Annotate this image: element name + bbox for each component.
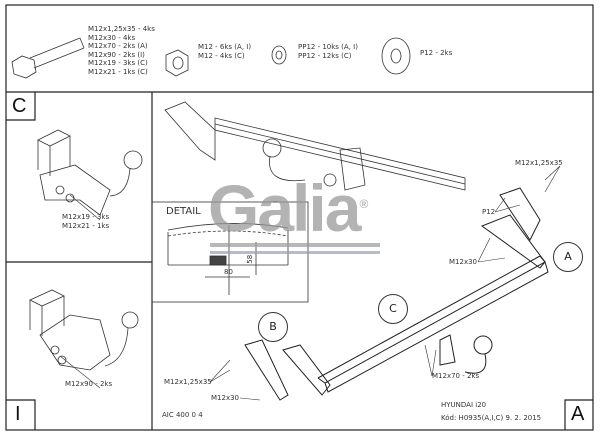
outer-frame: [5, 4, 594, 431]
registered-mark: ®: [359, 197, 368, 211]
callout-left-bolt-a: M12x1,25x35: [164, 378, 212, 386]
callout-right-bolt: M12x30: [449, 258, 477, 266]
bolt-spec: M12x70 - 2ks (A): [88, 42, 148, 51]
circle-label-c: C: [378, 294, 408, 324]
callout-center-bolt: M12x70 - 2ks: [432, 372, 480, 380]
detail-title: DETAIL: [166, 206, 201, 217]
nut-spec: M12 - 4ks (C): [198, 51, 245, 60]
nut-spec: M12 - 6ks (A, I): [198, 43, 252, 51]
logo-underline: [210, 243, 380, 247]
section-i-sketch: [29, 289, 139, 371]
section-c-label: C: [12, 95, 27, 117]
washer-spec: PP12 - 10ks (A, I): [298, 43, 358, 51]
small-washer-icon: [271, 45, 287, 65]
large-washer-spec: P12 - 2ks: [420, 49, 453, 57]
section-i-label: I: [15, 403, 21, 425]
corner-i-box: [6, 399, 36, 430]
vehicle-model: HYUNDAI i20: [441, 401, 487, 409]
callout-left-bolt-b: M12x30: [211, 394, 239, 402]
washer-spec: PP12 - 12ks (C): [298, 51, 352, 60]
detail-width-dim: 80: [224, 268, 233, 276]
vehicle-mount-sketch: [164, 101, 466, 191]
corner-c-box: [6, 92, 36, 121]
bolt-spec: M12x30 - 4ks: [88, 33, 136, 42]
nut-icon: [165, 49, 189, 77]
large-washer-icon: [381, 37, 411, 75]
bolt-spec: M12x1,25x35 - 4ks: [88, 25, 155, 33]
corner-a-box: [564, 399, 593, 430]
bolt-spec: M12x90 - 2ks (I): [88, 50, 145, 59]
circle-label-b: B: [258, 312, 288, 342]
detail-height-dim: 58: [246, 254, 255, 264]
bolt-spec: M12x19 - 3ks (C): [88, 59, 148, 68]
galia-logo: Galia®: [208, 170, 368, 246]
bolt-icon: [11, 37, 85, 79]
small-washer-list: PP12 - 10ks (A, I) PP12 - 12ks (C): [298, 43, 358, 60]
detail-box: [151, 201, 309, 303]
logo-text: Galia: [208, 171, 361, 245]
bolt-list: M12x1,25x35 - 4ks M12x30 - 4ks M12x70 - …: [88, 25, 155, 77]
callout: M12x21 - 1ks: [62, 221, 110, 230]
section-c-callouts: M12x19 - 3ks M12x21 - 1ks: [62, 213, 109, 230]
leader-lines: [59, 165, 561, 401]
drawing-number: AIC 400 0 4: [162, 411, 203, 419]
section-c-sketch: [37, 129, 143, 216]
callout-washer: P12: [482, 208, 496, 216]
variant-label: A: [571, 403, 585, 425]
drawing-code: Kód: H0935(A,I,C) 9. 2. 2015: [441, 414, 542, 422]
callout: M12x19 - 3ks: [62, 213, 110, 221]
circle-label-a: A: [553, 242, 583, 272]
callout-top-bolt: M12x1,25x35: [515, 159, 563, 167]
bolt-spec: M12x21 - 1ks (C): [88, 67, 148, 76]
nut-list: M12 - 6ks (A, I) M12 - 4ks (C): [198, 43, 251, 60]
tow-bar-sketch: [244, 187, 549, 401]
logo-underline: [210, 251, 380, 254]
section-i-callout: M12x90 - 2ks: [65, 380, 113, 388]
